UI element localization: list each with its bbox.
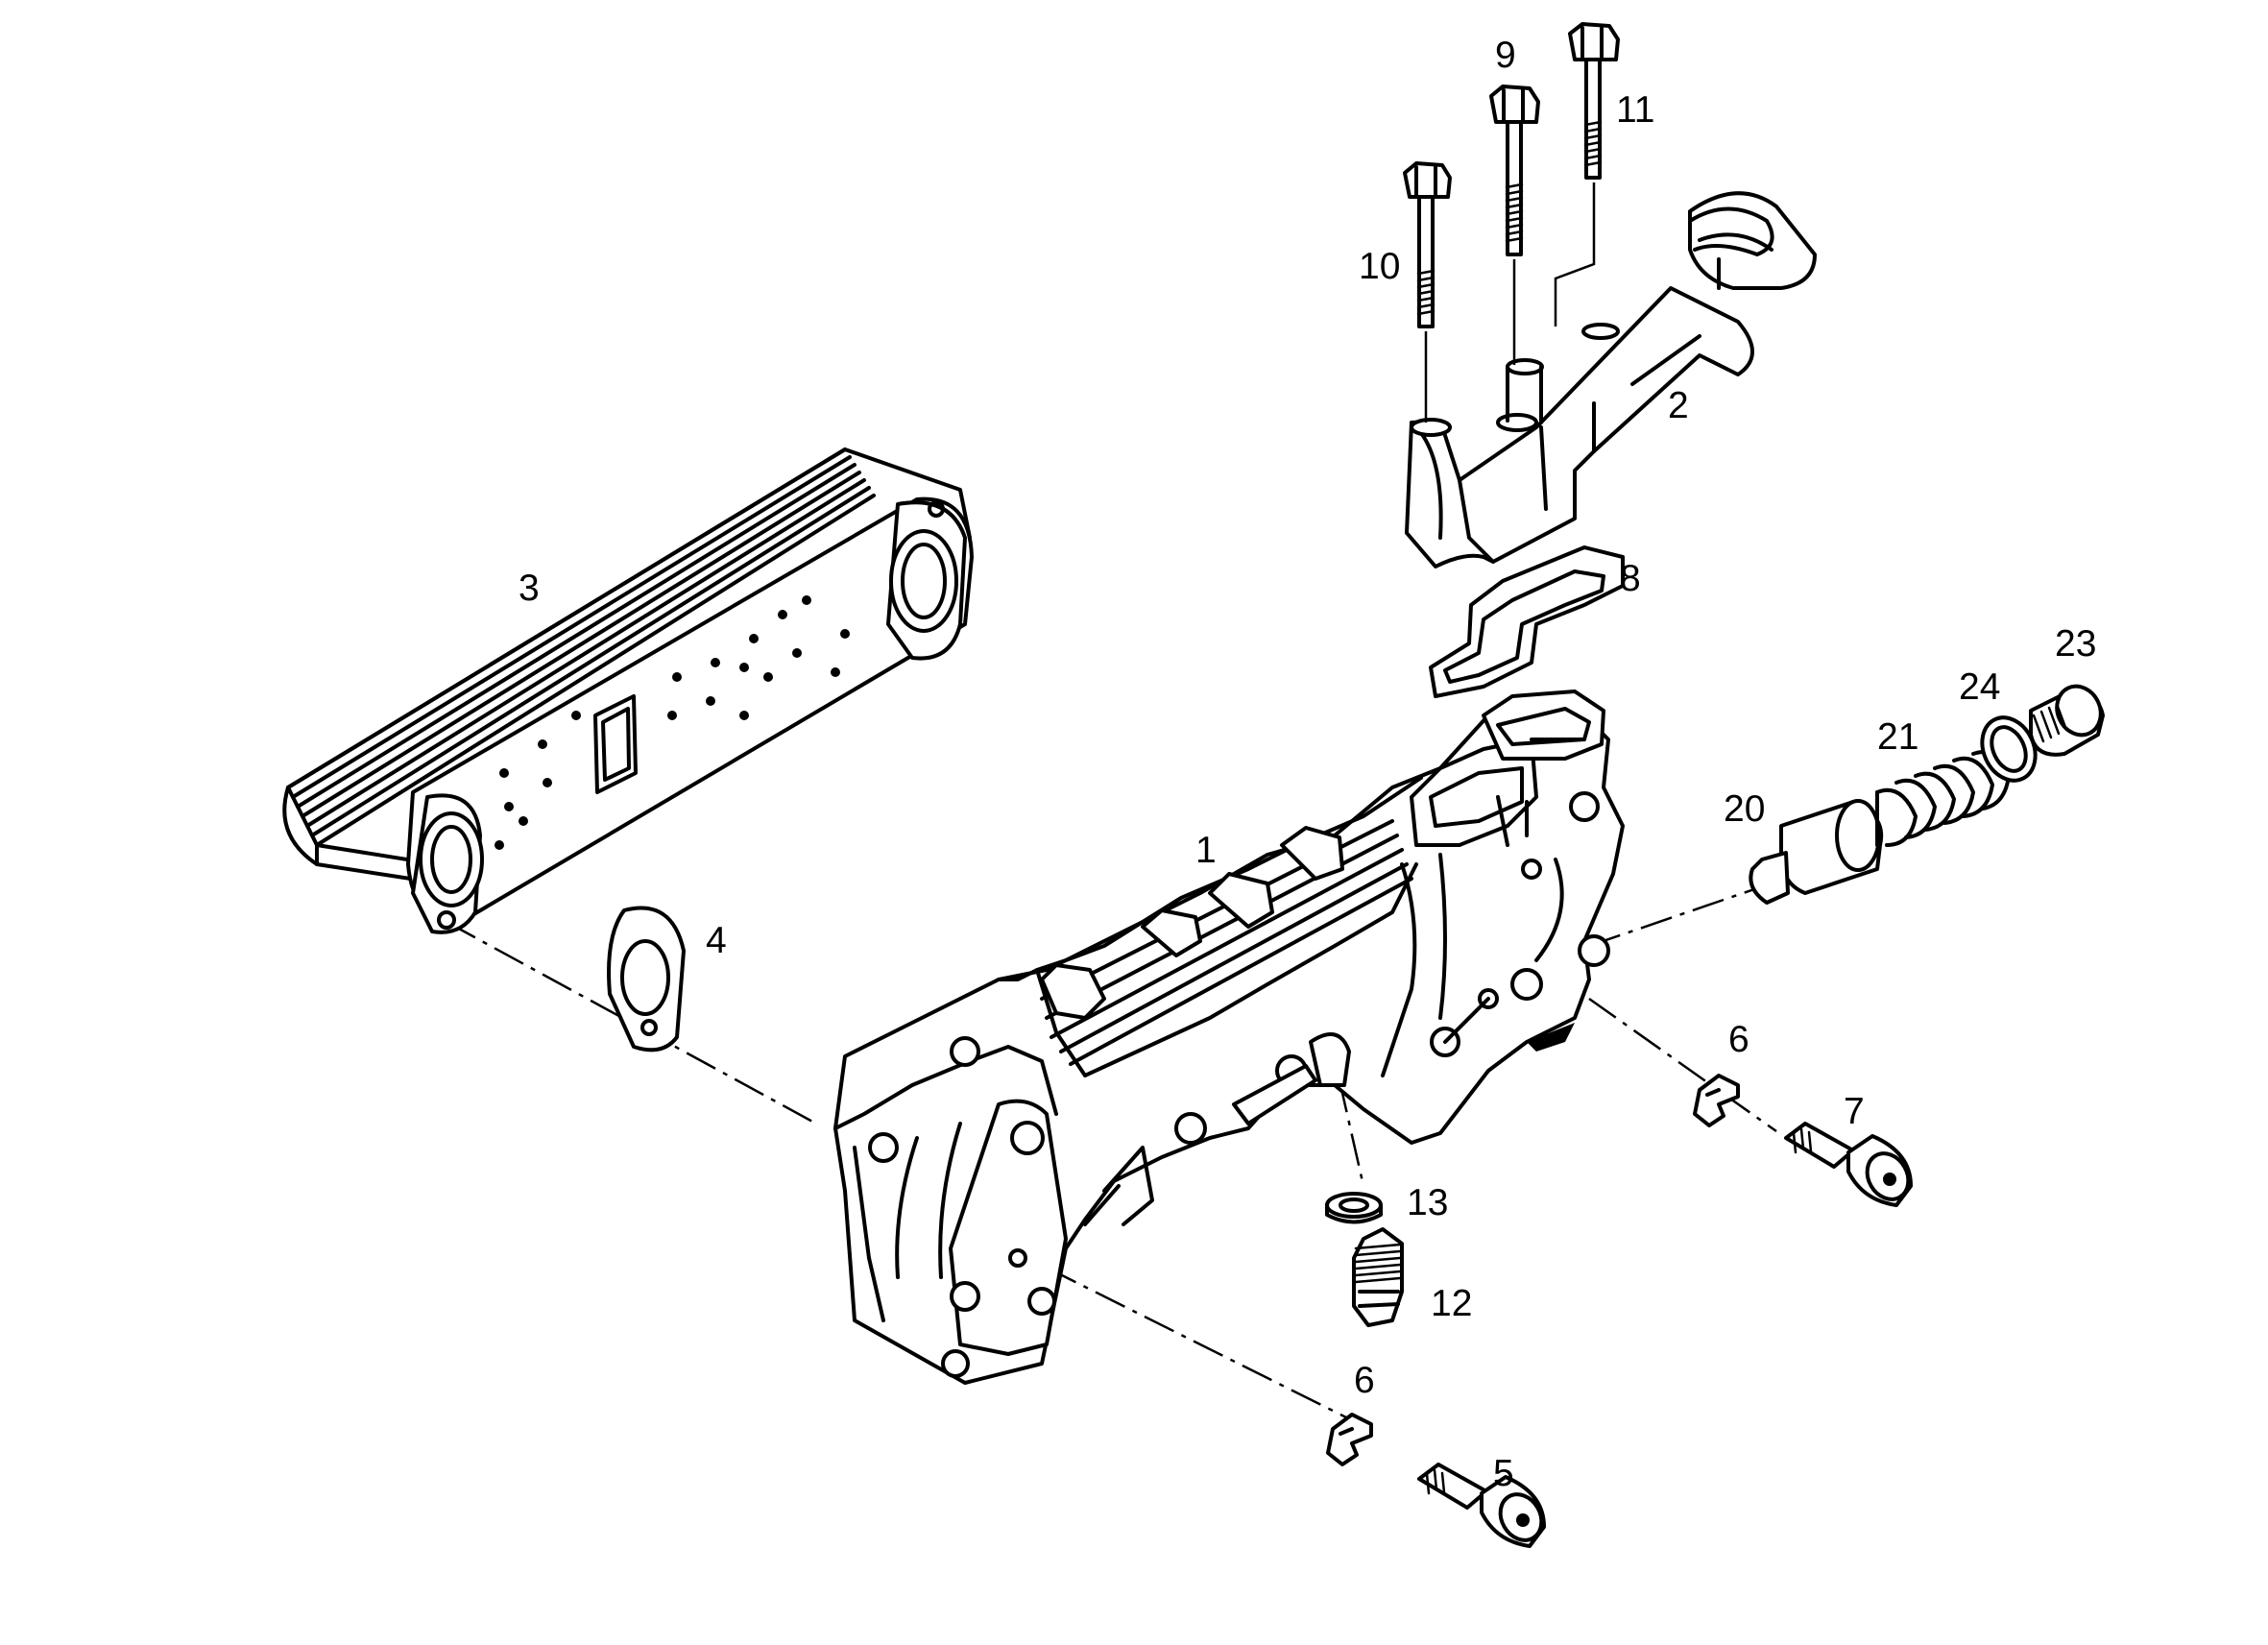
bolt-lower [1417,1463,1546,1548]
housing [833,689,1625,1385]
plug-valve [2029,684,2105,757]
bolt-long-right [1554,22,1620,327]
callout-21: 21 [1877,716,1918,758]
callout-6b: 6 [1354,1360,1375,1401]
callout-8: 8 [1620,558,1641,599]
callout-23: 23 [2055,623,2096,665]
callout-labels: 1 2 3 4 5 6 6 7 8 9 10 11 12 13 20 21 23… [519,35,2096,1494]
washer-lower [1326,1413,1373,1466]
callout-13: 13 [1407,1182,1448,1223]
callout-20: 20 [1724,788,1765,830]
callout-7: 7 [1844,1091,1865,1132]
callout-6a: 6 [1728,1019,1749,1060]
callout-24: 24 [1959,666,2000,708]
callout-1: 1 [1195,830,1217,871]
callout-4: 4 [706,920,727,961]
oil-cooler [282,448,974,934]
gasket-cooler [607,906,686,1052]
gasket-pipe [1429,545,1625,698]
callout-10: 10 [1359,246,1400,287]
center-lines [446,886,1777,1423]
valve-piston [1749,799,1884,905]
callout-12: 12 [1431,1283,1472,1324]
washer-right [1693,1074,1740,1127]
callout-9: 9 [1495,35,1516,76]
callout-5: 5 [1493,1453,1514,1494]
callout-3: 3 [519,568,540,609]
bolt-long-middle [1489,85,1540,365]
seal-ring-valve [1980,715,2038,783]
pipe [1405,191,1817,568]
plug-drain [1352,1227,1404,1327]
seal-ring-drain [1325,1192,1383,1224]
callout-2: 2 [1668,385,1689,426]
bolt-short-left [1403,161,1452,423]
bolt-right [1784,1122,1913,1207]
callout-11: 11 [1616,89,1655,131]
